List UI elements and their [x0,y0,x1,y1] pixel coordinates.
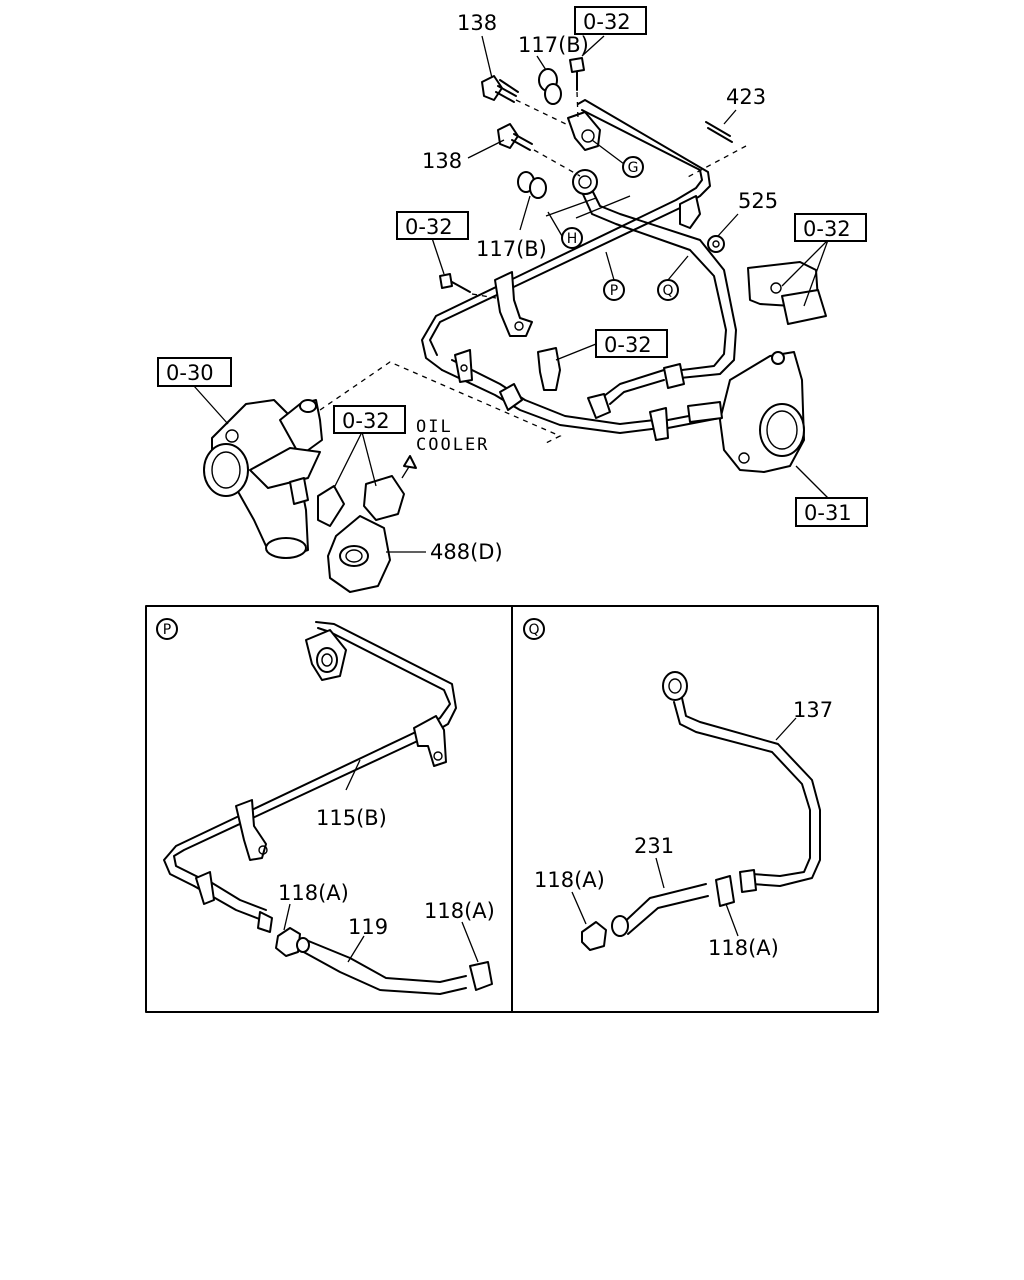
label-525: 525 [738,189,778,213]
leader-lines-main [193,35,829,553]
label-032-oil: 0-32 [342,409,390,433]
bolt-138-top [481,75,571,127]
pipe-030 [203,361,562,559]
detail-p: P 115(B) 118(A) 118(A) 119 [156,618,495,995]
circle-h-text: H [567,231,578,247]
housing-031 [687,351,805,473]
detail-p-tag: P [163,622,171,638]
label-231: 231 [634,834,674,858]
ref-box-032-left [396,211,469,240]
label-118a-p-left: 118(A) [278,881,349,905]
clip-center [537,347,561,391]
pipe-q-main [572,169,737,419]
main-assembly: 138 117(B) 0-32 423 138 525 0-32 117(B) … [157,6,868,593]
label-oil: OIL [416,417,453,437]
detail-q-tag: Q [528,622,539,638]
bracket-032-right [747,261,827,325]
washer-117b-mid [517,171,547,199]
ref-box-032-center [595,329,668,358]
label-030: 0-30 [166,361,214,385]
label-118a-q-bottom: 118(A) [708,936,779,960]
ref-box-032-top [574,6,647,35]
pipe-p-main [421,99,721,441]
oil-cooler-parts [317,455,417,593]
label-118a-q-left: 118(A) [534,868,605,892]
circle-p-text: P [610,283,618,299]
label-117b-top: 117(B) [518,33,589,57]
label-032-right: 0-32 [803,217,851,241]
label-138-mid: 138 [422,149,462,173]
washer-525 [707,235,725,253]
circle-q [657,279,679,301]
circle-g [622,156,644,178]
label-118a-p-right: 118(A) [424,899,495,923]
label-032-center: 0-32 [604,333,652,357]
label-488d: 488(D) [430,540,503,564]
washer-117b-top [538,68,562,105]
ref-box-030 [157,357,232,387]
bolt-138-mid [497,123,581,177]
circle-q-text: Q [662,283,673,299]
detail-q-tag-circle [523,618,545,640]
ref-box-032-right [794,213,867,242]
bolt-032-left [439,273,497,299]
label-119: 119 [348,915,388,939]
detail-p-tag-circle [156,618,178,640]
label-cooler: COOLER [416,435,489,455]
circle-h [561,227,583,249]
circle-g-text: G [628,160,639,176]
label-031: 0-31 [804,501,852,525]
ref-box-031 [795,497,868,527]
stud-423 [685,121,747,179]
label-138-top: 138 [457,11,497,35]
label-032-top: 0-32 [583,10,631,34]
label-137: 137 [793,698,833,722]
label-032-left: 0-32 [405,215,453,239]
bolt-032-top [569,57,585,119]
label-117b-mid: 117(B) [476,237,547,261]
ref-box-032-oil [333,405,406,434]
label-423: 423 [726,85,766,109]
detail-q: Q 137 231 118(A) 118(A) [523,618,833,960]
label-115b: 115(B) [316,806,387,830]
circle-p [603,279,625,301]
